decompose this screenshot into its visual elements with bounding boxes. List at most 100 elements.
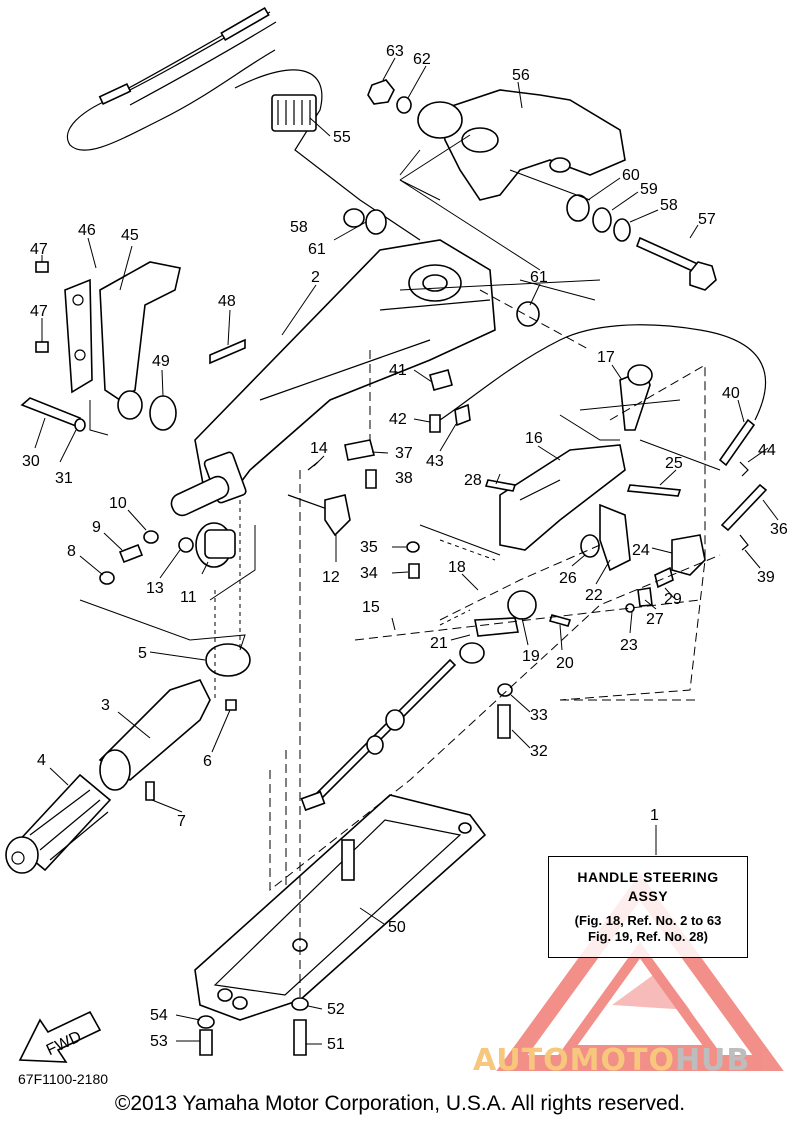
part-40-cable-end xyxy=(718,418,756,467)
part-27-pin xyxy=(637,587,653,607)
part-21-link xyxy=(474,617,519,637)
part-number-14: 14 xyxy=(310,440,328,457)
part-47-screw-upper xyxy=(35,261,49,273)
part-48-label xyxy=(209,338,246,365)
part-53-screw xyxy=(199,1029,213,1056)
part-number-39: 39 xyxy=(757,569,775,586)
throttle-shaft xyxy=(170,475,230,517)
part-58-washer-left xyxy=(343,208,365,228)
part-number-29: 29 xyxy=(664,591,682,608)
copyright-notice: ©2013 Yamaha Motor Corporation, U.S.A. A… xyxy=(114,1092,686,1115)
part-number-4: 4 xyxy=(37,752,46,769)
part-56-bracket xyxy=(417,89,626,201)
part-37-clamp xyxy=(344,439,375,461)
part-24-block xyxy=(671,534,706,576)
watermark-text: AUTOMOTOHUB xyxy=(473,1043,750,1078)
leader-brackets xyxy=(79,149,721,651)
part-number-17: 17 xyxy=(597,349,615,366)
part-number-1: 1 xyxy=(650,807,659,824)
part-number-58-left: 58 xyxy=(290,219,308,236)
part-20-pin xyxy=(548,614,572,627)
part-number-3: 3 xyxy=(101,697,110,714)
part-number-43: 43 xyxy=(426,453,444,470)
part-number-6: 6 xyxy=(203,753,212,770)
part-8-washer xyxy=(99,571,115,585)
part-number-35: 35 xyxy=(360,539,378,556)
part-number-52: 52 xyxy=(327,1001,345,1018)
part-10-bushing xyxy=(143,530,159,544)
part-number-36: 36 xyxy=(770,521,788,538)
part-44-clip xyxy=(739,461,749,477)
part-number-42: 42 xyxy=(389,411,407,428)
part-number-11: 11 xyxy=(180,589,197,606)
part-number-25: 25 xyxy=(665,455,683,472)
part-number-33: 33 xyxy=(530,707,548,724)
part-51-screw xyxy=(293,1019,307,1056)
part-number-15: 15 xyxy=(362,599,380,616)
part-number-21: 21 xyxy=(430,635,448,652)
part-47-screw-lower xyxy=(35,341,49,353)
part-59-washer xyxy=(592,207,612,233)
throttle-cables xyxy=(66,6,421,241)
part-21-bushing xyxy=(459,642,485,664)
part-number-56: 56 xyxy=(512,67,530,84)
part-32-screw xyxy=(497,704,511,739)
part-number-27: 27 xyxy=(646,611,664,628)
part-number-60: 60 xyxy=(622,167,640,184)
part-number-54: 54 xyxy=(150,1007,168,1024)
part-52-washer xyxy=(291,997,309,1011)
part-34-screw xyxy=(408,563,420,579)
part-number-51: 51 xyxy=(327,1036,345,1053)
part-number-23: 23 xyxy=(620,637,638,654)
part-number-55: 55 xyxy=(333,129,351,146)
part-3-throttle-grip xyxy=(98,679,211,791)
part-number-47-lower: 47 xyxy=(30,303,48,320)
part-number-12: 12 xyxy=(322,569,340,586)
part-number-40: 40 xyxy=(722,385,740,402)
part-33-washer xyxy=(497,683,513,697)
part-number-18: 18 xyxy=(448,559,466,576)
part-number-45: 45 xyxy=(121,227,139,244)
part-55-connector xyxy=(271,94,317,132)
part-number-63: 63 xyxy=(386,43,404,60)
part-11-friction-piece xyxy=(195,522,236,568)
part-number-20: 20 xyxy=(556,655,574,672)
part-17-shift-lever xyxy=(619,364,653,431)
shift-rod xyxy=(300,658,457,812)
part-number-10: 10 xyxy=(109,495,127,512)
part-number-34: 34 xyxy=(360,565,378,582)
part-35-washer xyxy=(406,541,420,553)
part-7-screw xyxy=(145,781,155,801)
part-49-inner xyxy=(117,390,143,420)
part-number-37: 37 xyxy=(395,445,413,462)
part-4-grip-knob xyxy=(5,773,112,874)
part-22-lever xyxy=(599,503,631,572)
watermark-logo-triangle xyxy=(496,873,784,1071)
part-2-steering-handle xyxy=(194,239,496,504)
part-41-clamp xyxy=(429,369,453,391)
part-54-washer xyxy=(197,1015,215,1029)
part-57-bolt xyxy=(635,236,717,291)
part-number-28: 28 xyxy=(464,472,482,489)
part-number-61-right: 61 xyxy=(530,269,548,286)
part-26-washer xyxy=(580,534,600,558)
part-number-61-left: 61 xyxy=(308,241,326,258)
part-5-ring xyxy=(205,643,251,677)
part-49-bushing xyxy=(149,395,177,431)
part-number-9: 9 xyxy=(92,519,101,536)
part-29-spring xyxy=(654,566,674,589)
part-number-32: 32 xyxy=(530,743,548,760)
handle-steering-assy-callout: HANDLE STEERING ASSY (Fig. 18, Ref. No. … xyxy=(548,856,748,958)
part-61-bushing-left xyxy=(365,209,387,235)
part-number-5: 5 xyxy=(138,645,147,662)
shift-cable-loop xyxy=(439,324,767,421)
part-50-bottom-cover xyxy=(194,794,487,1021)
part-number-62: 62 xyxy=(413,51,431,68)
part-58-washer-right xyxy=(613,218,631,242)
callout-ref-line1: (Fig. 18, Ref. No. 2 to 63 xyxy=(574,913,722,928)
part-30-bolt xyxy=(20,397,82,428)
part-number-48: 48 xyxy=(218,293,236,310)
part-12-screw-pointer xyxy=(287,494,351,537)
part-number-13: 13 xyxy=(146,580,164,597)
part-number-16: 16 xyxy=(525,430,543,447)
